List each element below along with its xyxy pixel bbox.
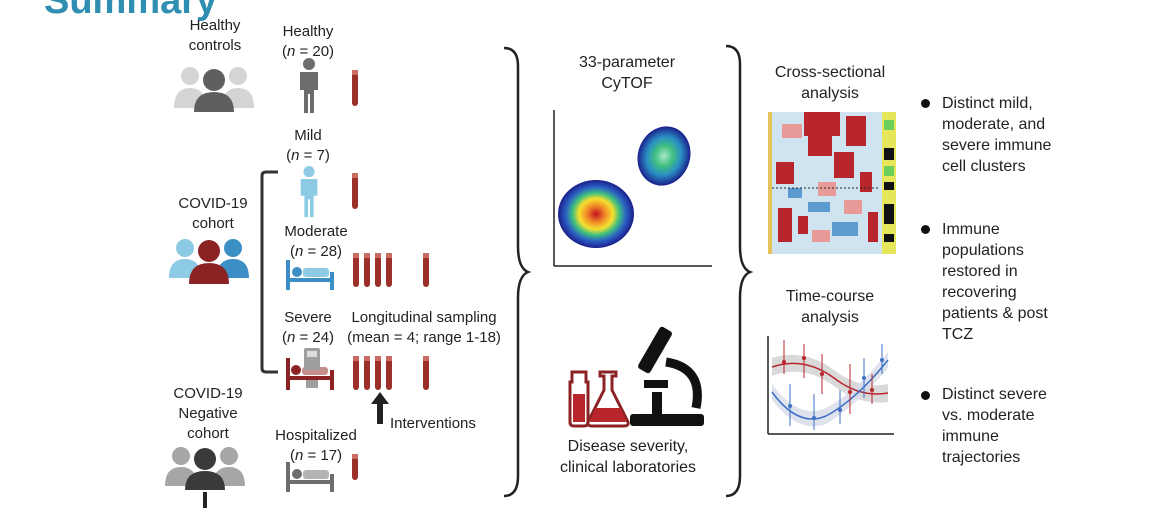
severe-icu-bed-icon — [286, 348, 334, 390]
covid-people-group-icon — [169, 239, 249, 284]
disease-severity-label: Disease severity, clinical laboratories — [559, 438, 697, 476]
bullet-dot — [921, 99, 930, 108]
moderate-group-label: Moderate (n = 28) — [284, 223, 348, 260]
negative-people-group-icon — [165, 447, 245, 508]
bullet-text-restored: Immune populations restored in recoverin… — [942, 221, 1048, 343]
cross-sectional-heatmap — [768, 112, 896, 254]
longitudinal-sampling-label: Longitudinal sampling (mean = 4; range 1… — [347, 309, 501, 346]
time-course-plot — [767, 336, 894, 435]
interventions-arrow-icon — [371, 392, 389, 424]
hospitalized-group-label: Hospitalized (n = 17) — [275, 427, 357, 464]
mild-group-label: Mild (n = 7) — [286, 127, 330, 164]
bullet-dot — [921, 391, 930, 400]
bullet-text-trajectories: Distinct severe vs. moderate immune traj… — [942, 386, 1047, 466]
bullet-dot — [921, 225, 930, 234]
mild-person-icon — [300, 166, 318, 218]
cross-sectional-label: Cross-sectional analysis — [774, 64, 886, 102]
moderate-bed-icon — [286, 260, 334, 290]
healthy-person-icon — [300, 58, 318, 113]
negative-cohort-label: COVID-19 Negative cohort — [173, 385, 243, 442]
cytof-label: 33-parameter CyTOF — [578, 54, 676, 92]
healthy-group-label: Healthy (n = 20) — [281, 23, 335, 60]
covid-cohort-bracket — [260, 170, 278, 374]
left-curly-brace — [503, 46, 532, 498]
cytof-density-plot — [553, 110, 712, 267]
right-curly-brace — [725, 44, 754, 498]
time-course-label: Time-course analysis — [785, 288, 875, 326]
page-title: Summary — [44, 0, 218, 22]
healthy-controls-label: Healthy controls — [188, 17, 242, 54]
severe-group-label: Severe (n = 24) — [281, 309, 335, 346]
hospitalized-bed-icon — [286, 462, 334, 492]
microscope-icon — [630, 326, 704, 426]
covid-cohort-label: COVID-19 cohort — [178, 195, 248, 232]
blood-tubes — [352, 70, 429, 480]
lab-flasks-icon — [568, 370, 630, 428]
interventions-label: Interventions — [390, 415, 476, 432]
healthy-people-group-icon — [174, 67, 254, 112]
bullet-text-clusters: Distinct mild, moderate, and severe immu… — [942, 95, 1052, 175]
